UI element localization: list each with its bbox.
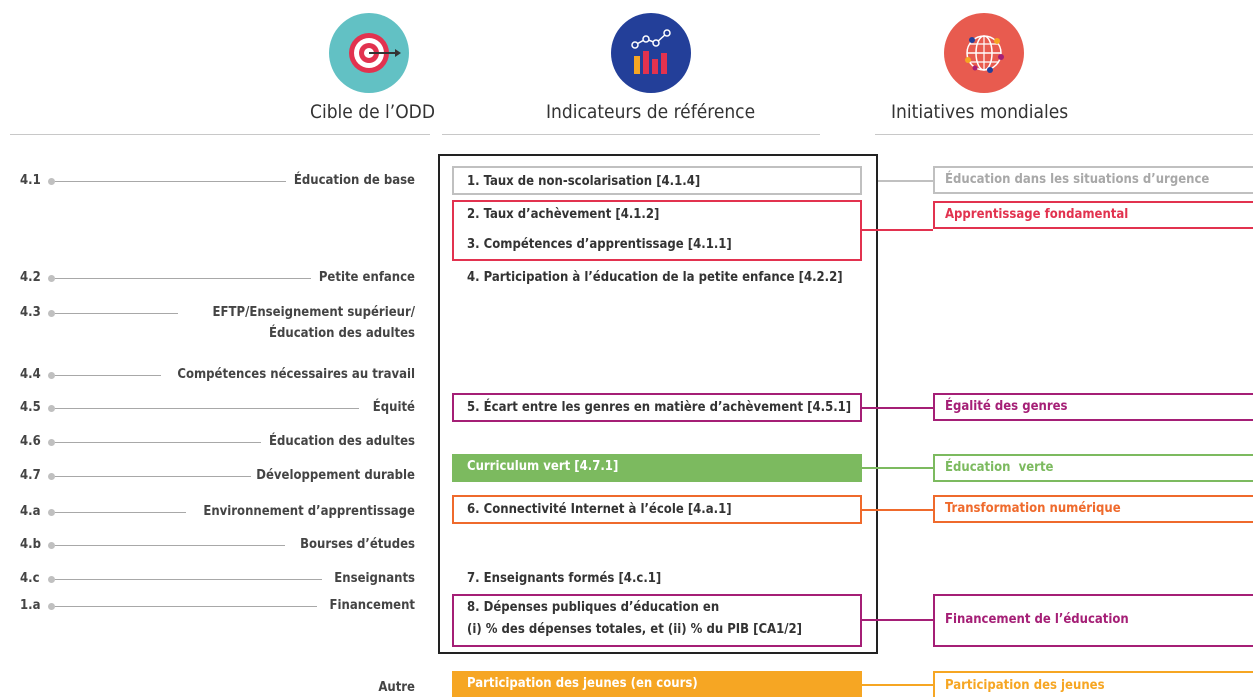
- connector-emergencies: [878, 180, 933, 182]
- initiative-gender: Égalité des genres: [933, 393, 1253, 421]
- target-code: 4.5: [20, 400, 41, 415]
- target-label: Compétences nécessaires au travail: [177, 367, 415, 382]
- initiative-digital: Transformation numérique: [933, 495, 1253, 523]
- target-leader-line: [55, 579, 322, 580]
- connector-gender: [862, 407, 933, 409]
- globe-network-icon: [944, 13, 1024, 93]
- target-code: 4.1: [20, 173, 41, 188]
- target-dot: [48, 372, 55, 379]
- green-curriculum-bar: Curriculum vert [4.7.1]: [452, 454, 862, 482]
- indicator-8-line2: (i) % des dépenses totales, et (ii) % du…: [467, 622, 802, 637]
- indicators-frame: [438, 154, 878, 654]
- target-leader-line: [55, 278, 311, 279]
- initiative-financing: Financement de l’éducation: [933, 594, 1253, 647]
- target-leader-line: [55, 606, 317, 607]
- connector-financing: [862, 619, 933, 621]
- target-icon: [329, 13, 409, 93]
- target-dot: [48, 275, 55, 282]
- bar-line-chart-icon: [611, 13, 691, 93]
- target-label: Petite enfance: [318, 270, 415, 285]
- target-label: Enseignants: [334, 571, 415, 586]
- col-title-benchmark-indicators: Indicateurs de référence: [546, 101, 756, 123]
- target-code: 4.4: [20, 367, 41, 382]
- target-dot: [48, 310, 55, 317]
- target-label: EFTP/Enseignement supérieur/ Éducation d…: [213, 304, 415, 343]
- initiative-label: Éducation verte: [945, 460, 1054, 475]
- youth-participation-label: Participation des jeunes (en cours): [467, 676, 698, 691]
- target-label: Développement durable: [256, 468, 415, 483]
- indicator-6: 6. Connectivité Internet à l’école [4.a.…: [467, 502, 732, 517]
- indicator-box-red: [452, 200, 862, 261]
- initiative-green: Éducation verte: [933, 454, 1253, 482]
- target-code: 4.6: [20, 434, 41, 449]
- indicator-8-line1: 8. Dépenses publiques d’éducation en: [467, 600, 720, 615]
- initiative-label: Participation des jeunes: [945, 678, 1105, 693]
- header-rule-right: [875, 134, 1253, 135]
- target-leader-line: [55, 442, 261, 443]
- target-code: 4.c: [20, 571, 40, 586]
- target-code: 4.3: [20, 305, 41, 320]
- target-code: 4.2: [20, 270, 41, 285]
- target-label: Équité: [372, 400, 415, 415]
- target-label: Éducation des adultes: [269, 434, 415, 449]
- target-dot: [48, 178, 55, 185]
- indicator-1: 1. Taux de non-scolarisation [4.1.4]: [467, 174, 701, 189]
- col-title-global-initiatives: Initiatives mondiales: [891, 101, 1069, 123]
- green-curriculum-label: Curriculum vert [4.7.1]: [467, 459, 619, 474]
- initiative-youth: Participation des jeunes: [933, 671, 1253, 697]
- col-title-sdg-target: Cible de l’ODD: [310, 101, 436, 123]
- target-dot: [48, 405, 55, 412]
- target-leader-line: [55, 476, 251, 477]
- target-label: Financement: [329, 598, 415, 613]
- indicator-box-purple-financing: [452, 594, 862, 647]
- initiative-label: Financement de l’éducation: [945, 612, 1129, 627]
- initiative-label: Transformation numérique: [945, 501, 1121, 516]
- connector-digital: [862, 509, 933, 511]
- connector-foundational: [862, 229, 933, 231]
- initiative-foundational: Apprentissage fondamental: [933, 201, 1253, 229]
- initiative-label: Égalité des genres: [945, 399, 1068, 414]
- target-leader-line: [55, 375, 161, 376]
- initiative-label: Éducation dans les situations d’urgence: [945, 172, 1210, 187]
- header-rule-left: [10, 134, 430, 135]
- target-dot: [48, 509, 55, 516]
- target-dot: [48, 542, 55, 549]
- other-label: Autre: [378, 680, 415, 695]
- target-label: Éducation de base: [293, 173, 415, 188]
- indicator-box-purple: [452, 393, 862, 422]
- connector-youth: [862, 684, 933, 686]
- target-code: 4.7: [20, 468, 41, 483]
- target-label: Environnement d’apprentissage: [203, 504, 415, 519]
- initiative-label: Apprentissage fondamental: [945, 207, 1129, 222]
- indicator-7: 7. Enseignants formés [4.c.1]: [467, 571, 662, 586]
- indicator-5: 5. Écart entre les genres en matière d’a…: [467, 400, 852, 415]
- indicator-4: 4. Participation à l’éducation de la pet…: [467, 270, 843, 285]
- target-leader-line: [55, 512, 186, 513]
- target-code: 4.a: [20, 504, 41, 519]
- youth-participation-bar: Participation des jeunes (en cours): [452, 671, 862, 697]
- indicator-2: 2. Taux d’achèvement [4.1.2]: [467, 207, 660, 222]
- target-dot: [48, 473, 55, 480]
- target-dot: [48, 576, 55, 583]
- connector-green: [862, 467, 933, 469]
- target-code: 1.a: [20, 598, 41, 613]
- indicator-box-orange: [452, 495, 862, 524]
- target-label: Bourses d’études: [300, 537, 415, 552]
- target-dot: [48, 439, 55, 446]
- target-leader-line: [55, 313, 178, 314]
- initiative-emergencies: Éducation dans les situations d’urgence: [933, 166, 1253, 194]
- header-rule-middle: [442, 134, 820, 135]
- target-code: 4.b: [20, 537, 41, 552]
- indicator-3: 3. Compétences d’apprentissage [4.1.1]: [467, 237, 732, 252]
- target-leader-line: [55, 545, 285, 546]
- target-label-line: Éducation des adultes: [269, 326, 415, 341]
- target-label-line: EFTP/Enseignement supérieur/: [212, 305, 415, 320]
- indicator-box-grey: [452, 166, 862, 195]
- target-leader-line: [55, 181, 286, 182]
- target-leader-line: [55, 408, 359, 409]
- target-dot: [48, 603, 55, 610]
